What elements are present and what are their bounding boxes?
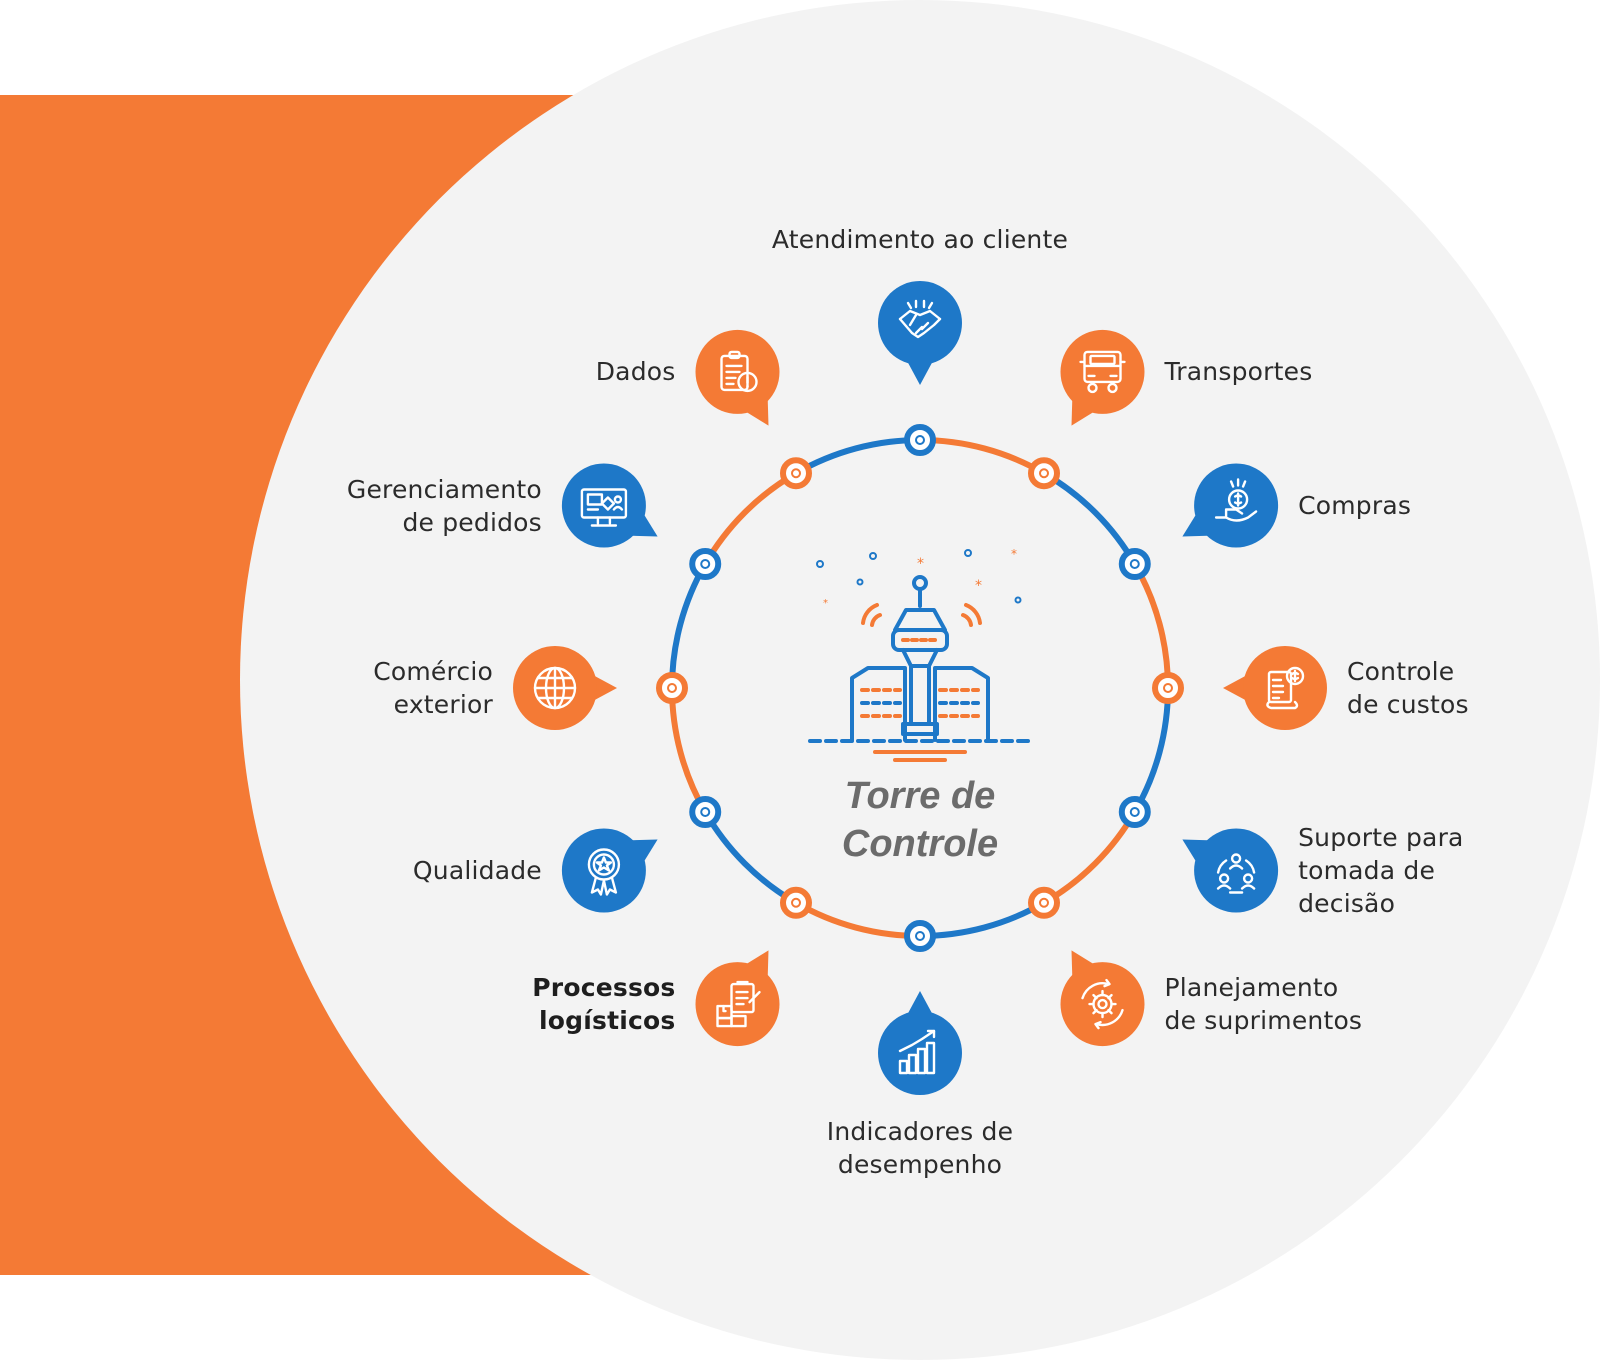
center-title: Torre de Controle [841, 775, 999, 865]
ring-node-core [1163, 683, 1173, 693]
truck-icon [1079, 350, 1126, 394]
bubble-circle [1194, 828, 1279, 913]
item-bubble [1223, 646, 1327, 730]
bubble-circle [1060, 962, 1145, 1047]
ring-segment [919, 437, 1046, 476]
ring-segment [702, 470, 798, 566]
item-label: Compras [1298, 491, 1412, 520]
ring-node-core [915, 435, 925, 445]
ring-segment [669, 687, 708, 814]
gear-cycle-icon [1081, 978, 1124, 1030]
ring-segment [919, 900, 1046, 939]
item-bubble [1060, 329, 1145, 426]
svg-text:*: * [975, 578, 982, 594]
bubble-circle [878, 1011, 962, 1095]
control-tower-icon: * * * * [808, 547, 1032, 762]
item-label: Indicadores de desempenho [826, 1117, 1014, 1179]
item-bubble [878, 991, 962, 1095]
invoice-dollar-icon [1266, 666, 1305, 710]
item-bubble [695, 329, 780, 426]
bubble-circle [878, 281, 962, 365]
ring-nodes [656, 424, 1184, 952]
ring-segment [669, 562, 708, 689]
ring-segment [1132, 687, 1171, 814]
globe-icon [533, 666, 577, 710]
bubble-pointer [591, 674, 617, 702]
ring-node-core [700, 559, 711, 569]
svg-text:*: * [1011, 547, 1017, 561]
sparkles-icon: * * * * [816, 547, 1022, 609]
handshake-icon [898, 299, 942, 339]
svg-text:*: * [917, 556, 924, 572]
item-bubble [878, 281, 962, 385]
ring-segment [1132, 562, 1171, 689]
ring-node-core [1129, 807, 1140, 817]
item-label: Comércio exterior [373, 657, 493, 719]
ring-node-core [791, 897, 801, 908]
item-label: Transportes [1164, 357, 1313, 387]
ring-node-core [915, 931, 925, 941]
item-bubble [1060, 950, 1145, 1047]
ring-node-core [791, 468, 801, 479]
ring-segment [794, 437, 921, 476]
bubble-pointer [1223, 674, 1249, 702]
bubble-circle [1194, 463, 1279, 548]
item-label: Planejamento de suprimentos [1164, 973, 1363, 1036]
order-monitor-icon [580, 488, 628, 527]
clipboard-alert-icon [720, 350, 758, 393]
item-label: Qualidade [412, 856, 542, 885]
item-bubble [695, 950, 780, 1047]
ring-node-core [1039, 897, 1049, 908]
item-bubbles [513, 281, 1327, 1095]
bubble-circle [1060, 329, 1145, 414]
team-cycle-icon [1216, 853, 1256, 894]
item-bubble [1182, 828, 1279, 913]
award-badge-icon [587, 848, 621, 896]
ring-node-core [1039, 468, 1049, 479]
item-label: Processos logísticos [532, 973, 676, 1036]
svg-text:*: * [823, 598, 828, 609]
item-bubble [561, 463, 658, 548]
ring-node-core [1129, 559, 1140, 569]
item-bubble [513, 646, 617, 730]
ring-segment [1042, 470, 1138, 566]
bubble-pointer [906, 359, 934, 385]
item-label: Dados [595, 357, 676, 387]
item-label: Controle de custos [1347, 657, 1469, 719]
growth-chart-icon [898, 1029, 936, 1075]
hand-coin-icon [1214, 478, 1258, 522]
item-label: Atendimento ao cliente [771, 225, 1069, 254]
ring-segment [794, 900, 921, 939]
item-label: Gerenciamento de pedidos [346, 474, 542, 537]
item-label: Suporte para tomada de decisão [1298, 823, 1464, 918]
bubble-circle [1243, 646, 1327, 730]
bubble-pointer [906, 991, 934, 1017]
ring-node-core [700, 807, 711, 817]
bubble-circle [561, 828, 646, 913]
item-bubble [561, 828, 658, 913]
item-bubble [1182, 463, 1279, 548]
background-circle [240, 0, 1600, 1360]
ring-node-core [667, 683, 677, 693]
boxes-clipboard-icon [716, 980, 761, 1028]
